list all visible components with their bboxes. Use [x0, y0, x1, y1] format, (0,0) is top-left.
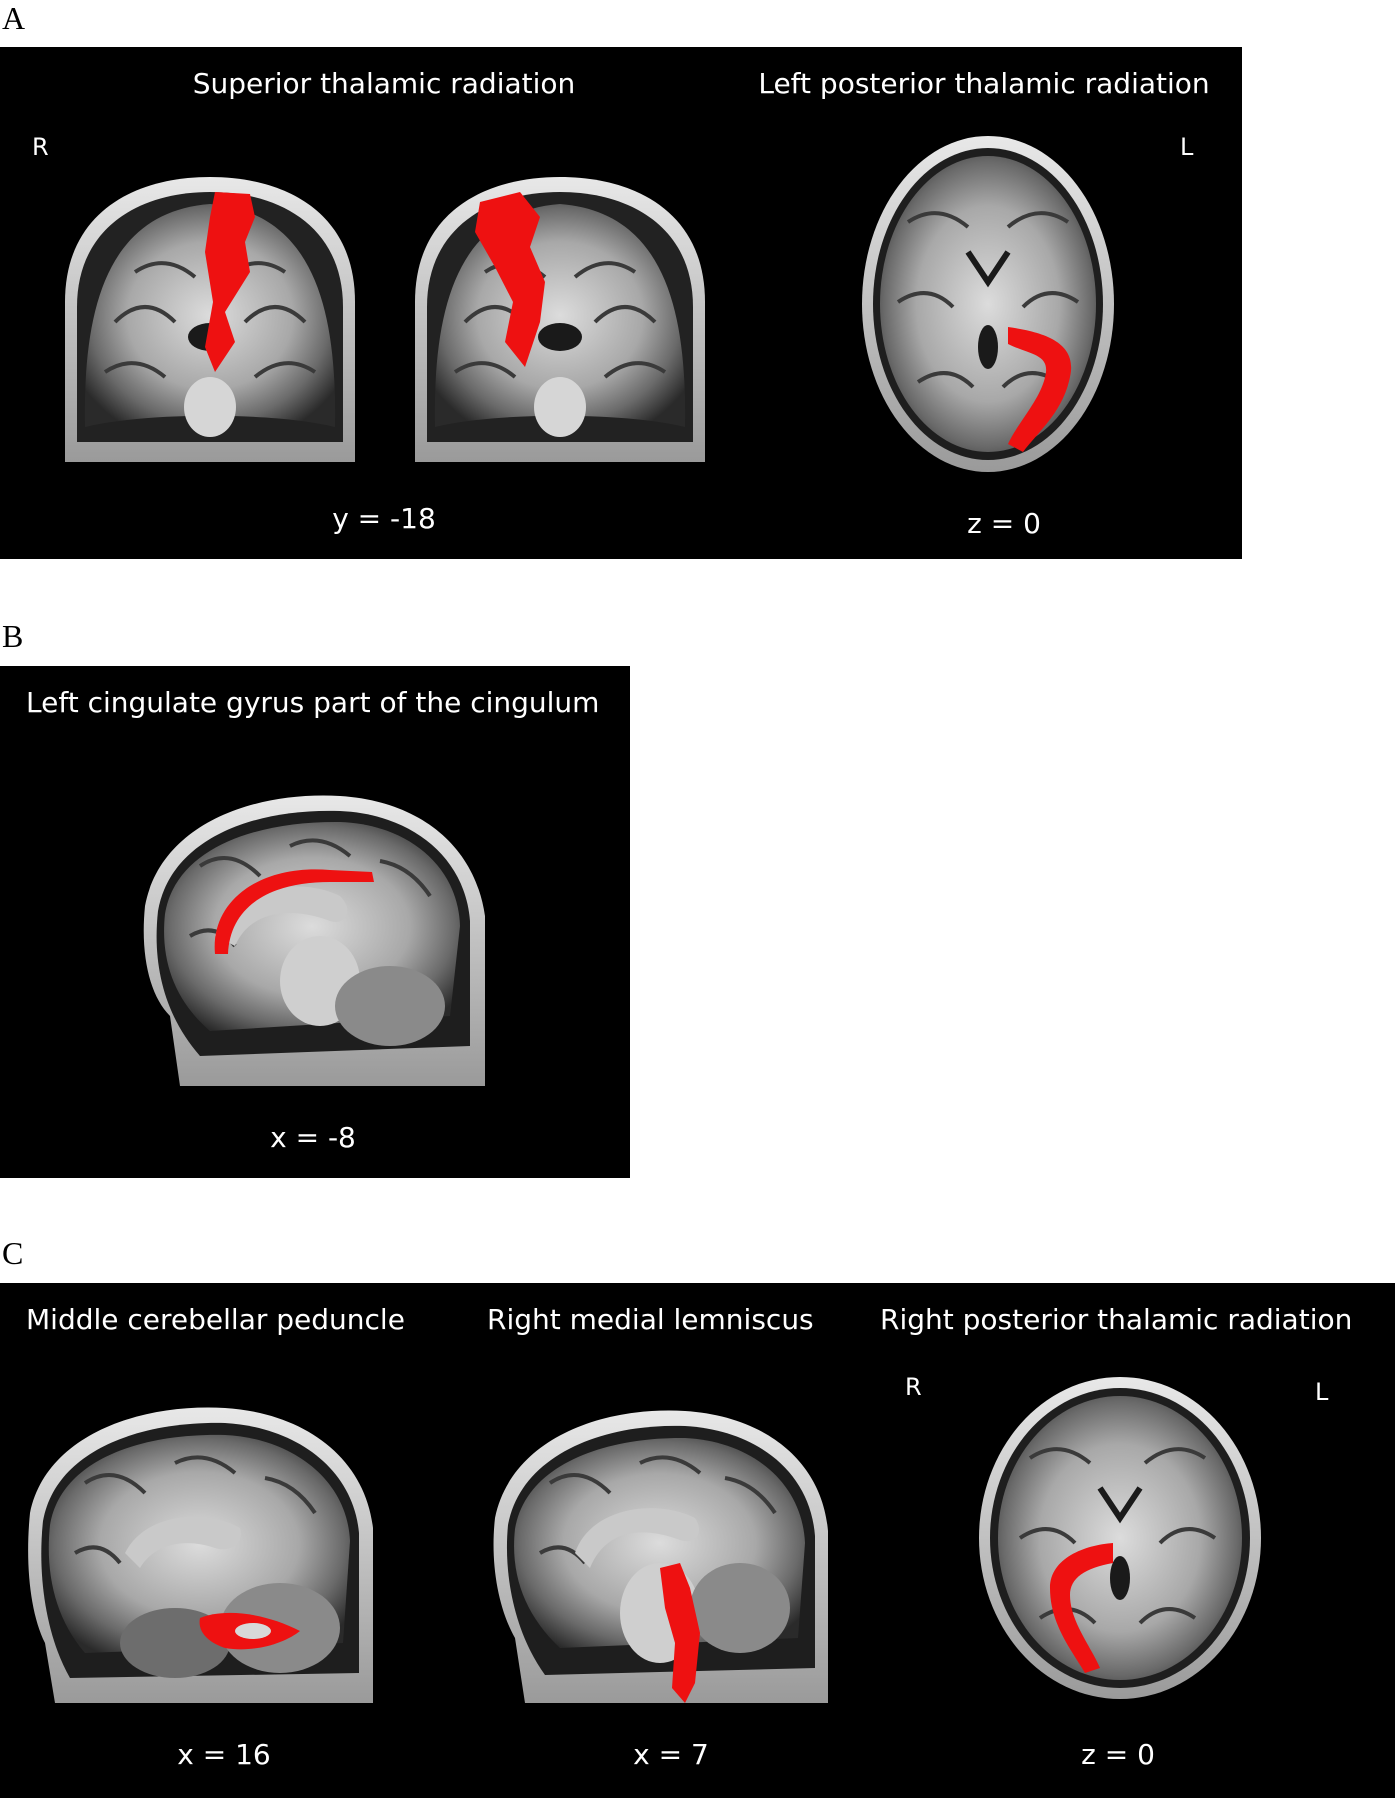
coordinate-x-16: x = 16	[177, 1738, 271, 1771]
orientation-right-label-c: R	[905, 1373, 922, 1401]
title-middle-cerebellar-peduncle: Middle cerebellar peduncle	[26, 1303, 405, 1336]
sagittal-slice-image-cingulum	[143, 795, 485, 1086]
axial-slice-image-right-ptr	[979, 1377, 1261, 1699]
panel-letter-c: C	[2, 1235, 24, 1271]
coordinate-z-0-c: z = 0	[1081, 1738, 1155, 1771]
panel-a: Superior thalamic radiation Left posteri…	[0, 47, 1242, 559]
panel-letter-b: B	[2, 618, 24, 654]
coordinate-x-7: x = 7	[633, 1738, 709, 1771]
coordinate-z-0-a: z = 0	[967, 507, 1041, 540]
coronal-slice-image-2	[415, 177, 705, 462]
orientation-left-label-c: L	[1315, 1378, 1329, 1406]
panel-letter-a: A	[2, 0, 26, 36]
title-right-medial-lemniscus: Right medial lemniscus	[487, 1303, 814, 1336]
title-superior-thalamic-radiation: Superior thalamic radiation	[192, 67, 576, 100]
orientation-left-label: L	[1180, 133, 1194, 161]
panel-b: Left cingulate gyrus part of the cingulu…	[0, 666, 630, 1178]
coordinate-y-minus-18: y = -18	[332, 502, 436, 535]
title-left-cingulate-gyrus: Left cingulate gyrus part of the cingulu…	[26, 686, 600, 719]
title-right-posterior-thalamic-radiation: Right posterior thalamic radiation	[880, 1303, 1353, 1336]
title-left-posterior-thalamic-radiation: Left posterior thalamic radiation	[758, 67, 1210, 100]
coordinate-x-minus-8: x = -8	[270, 1121, 356, 1154]
axial-slice-image-left-ptr	[862, 136, 1114, 472]
orientation-right-label: R	[32, 133, 49, 161]
coronal-slice-image-1	[65, 177, 355, 462]
panel-c: Middle cerebellar peduncle Right medial …	[0, 1283, 1395, 1798]
sagittal-slice-image-mcp	[28, 1407, 373, 1703]
sagittal-slice-image-ml	[493, 1410, 828, 1703]
